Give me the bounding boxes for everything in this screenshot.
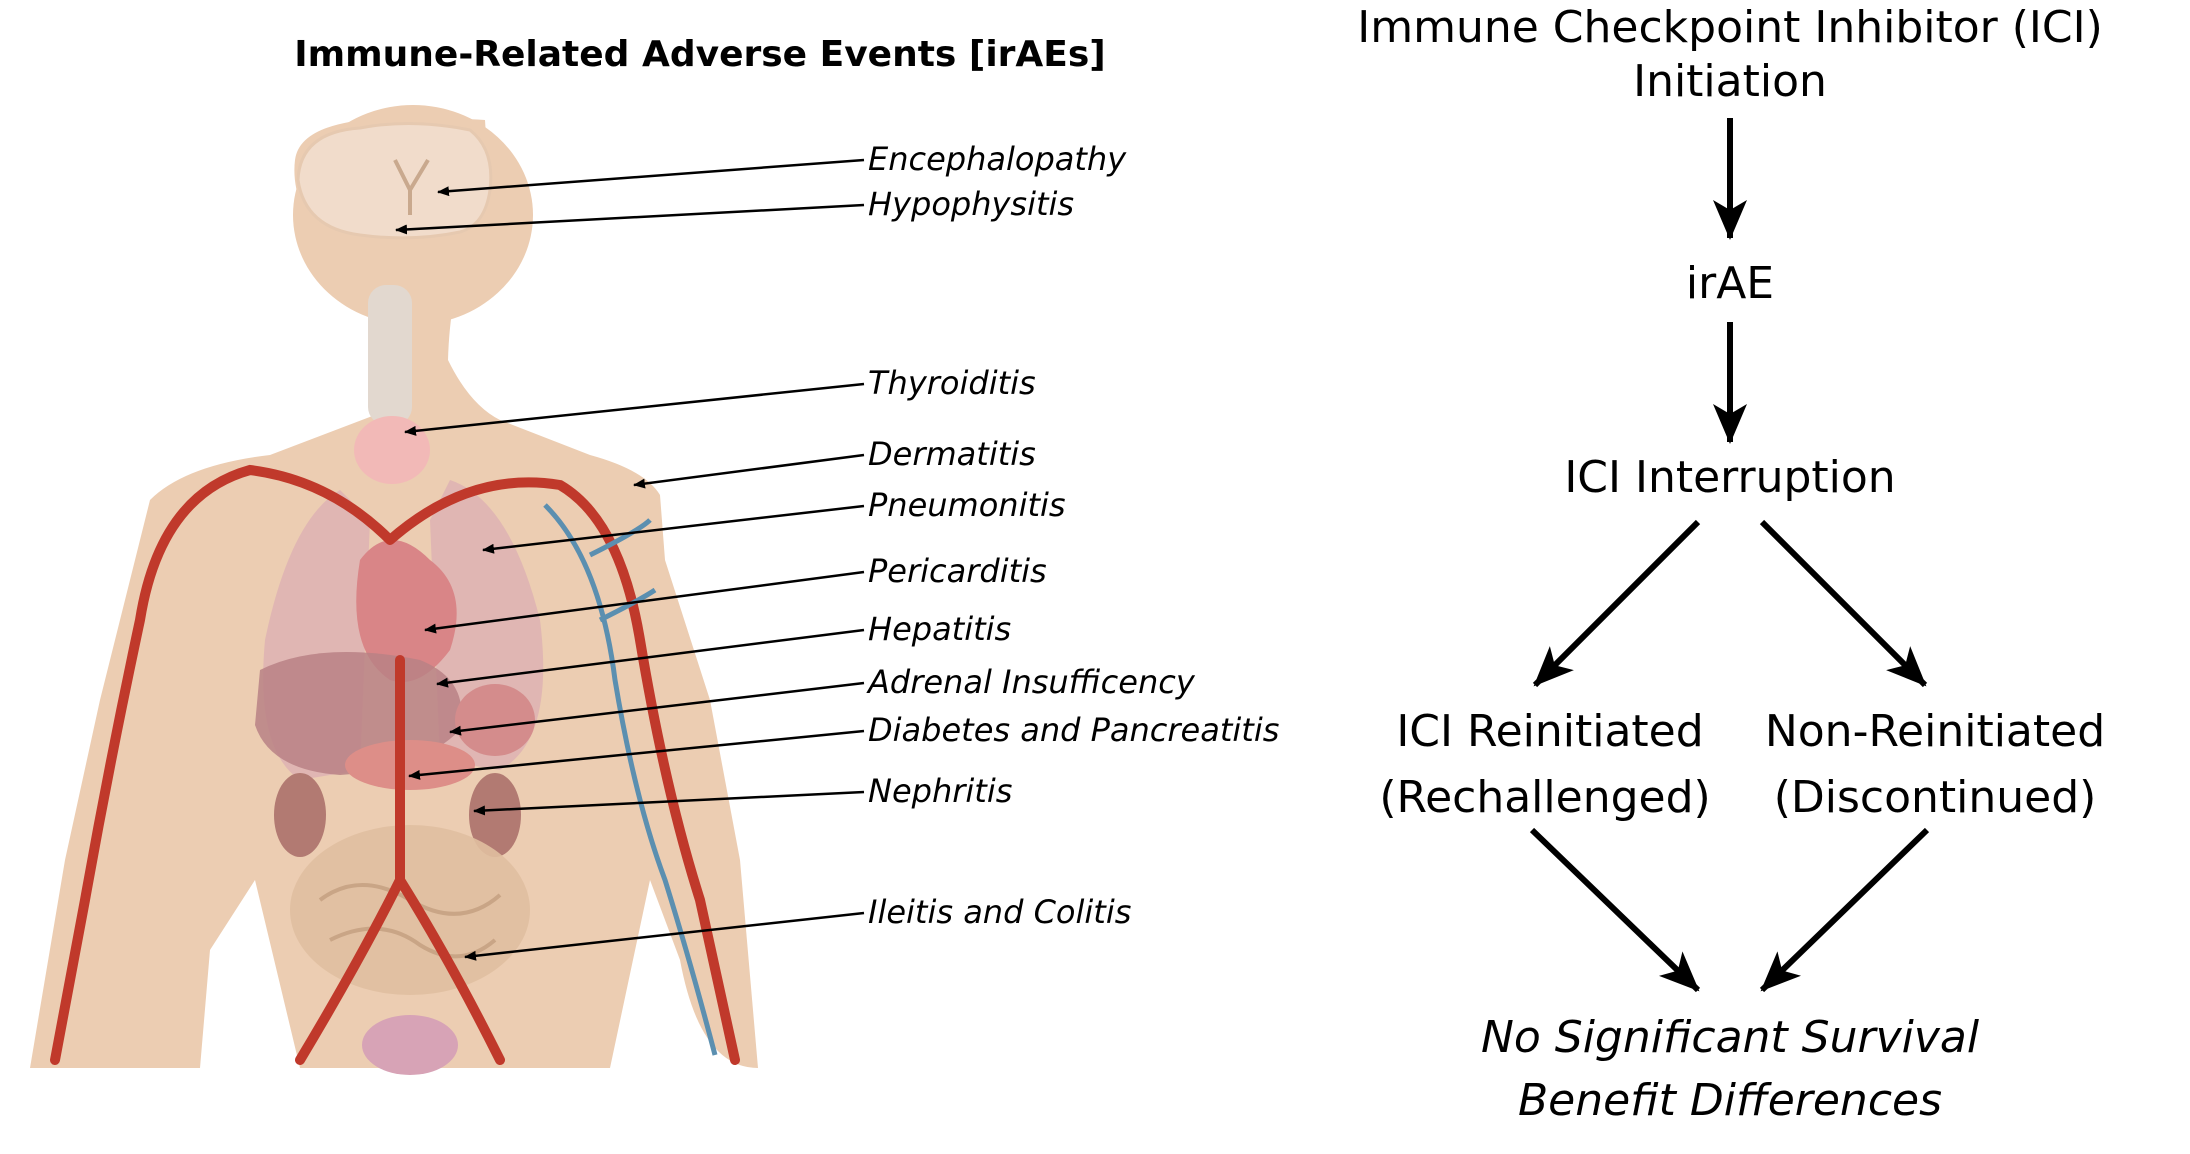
label-dermatitis: Dermatitis [868, 435, 1036, 473]
label-hepatitis: Hepatitis [868, 610, 1011, 648]
label-diabetes-pancreatitis: Diabetes and Pancreatitis [868, 711, 1279, 749]
arrow-right-to-outcome [1759, 827, 1930, 993]
anatomy-labels: Encephalopathy Hypophysitis Thyroiditis … [866, 140, 1279, 931]
intestines [290, 825, 530, 995]
left-kidney [274, 773, 326, 857]
label-pericarditis: Pericarditis [868, 552, 1047, 590]
arrow-interruption-to-left [1532, 519, 1701, 688]
label-pneumonitis: Pneumonitis [868, 486, 1066, 524]
right-kidney [469, 773, 521, 857]
label-ileitis-colitis: Ileitis and Colitis [868, 893, 1131, 931]
flow-interruption: ICI Interruption [1564, 452, 1895, 503]
label-encephalopathy: Encephalopathy [868, 140, 1127, 178]
stomach [455, 684, 535, 756]
flow-right-line2: (Discontinued) [1774, 772, 2097, 823]
trachea [368, 285, 412, 425]
thyroid [354, 416, 430, 484]
anatomy-title: Immune-Related Adverse Events [irAEs] [294, 34, 1106, 75]
body-illustration [30, 105, 758, 1075]
bladder [362, 1015, 458, 1075]
flowchart: Immune Checkpoint Inhibitor (ICI) Initia… [1357, 2, 2105, 1126]
flow-left-line1: ICI Reinitiated [1396, 706, 1703, 757]
label-nephritis: Nephritis [868, 772, 1012, 810]
arteries [50, 464, 740, 1065]
pancreas [345, 740, 475, 790]
brain [296, 121, 493, 240]
label-adrenal-insufficency: Adrenal Insufficency [866, 663, 1196, 701]
flow-irae: irAE [1686, 258, 1774, 309]
flow-outcome-line1: No Significant Survival [1481, 1012, 1980, 1063]
arrow-interruption-to-right [1759, 519, 1928, 688]
label-hypophysitis: Hypophysitis [868, 185, 1074, 223]
arrow-left-to-outcome [1529, 827, 1701, 993]
anatomy-leaders [395, 158, 865, 961]
flow-left-line2: (Rechallenged) [1379, 772, 1710, 823]
flow-start-line1: Immune Checkpoint Inhibitor (ICI) [1357, 2, 2102, 53]
heart [356, 540, 457, 682]
flow-outcome-line2: Benefit Differences [1518, 1075, 1942, 1126]
label-thyroiditis: Thyroiditis [868, 364, 1036, 402]
flow-start-line2: Initiation [1633, 56, 1827, 107]
flow-right-line1: Non-Reinitiated [1765, 706, 2105, 757]
